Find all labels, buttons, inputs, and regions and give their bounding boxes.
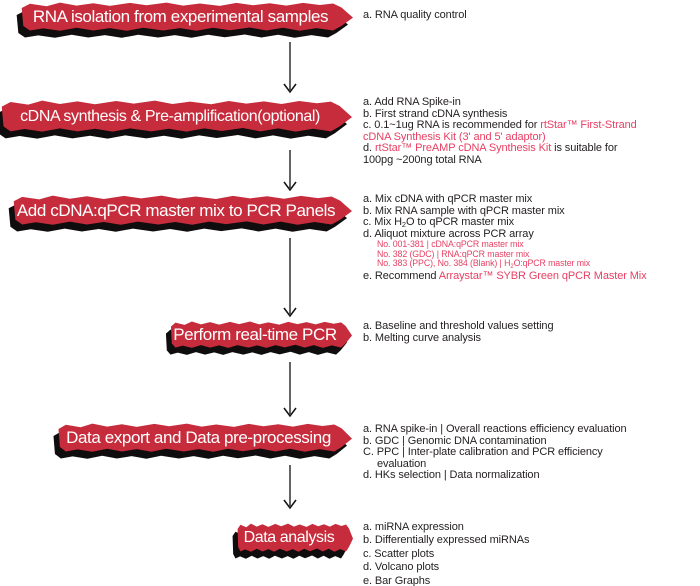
note-line: d. Aliquot mixture across PCR array (363, 227, 647, 241)
down-arrow-icon (282, 238, 298, 318)
banner-face: RNA isolation from experimental samples (21, 2, 353, 31)
note-line: a. Baseline and threshold values setting (363, 320, 554, 333)
note-line: a. Mix cDNA with qPCR master mix (363, 193, 647, 206)
note-segment: d. Volcano plots (363, 561, 440, 574)
banner-label: Data export and Data pre-processing (66, 428, 331, 447)
note-segment: No. 383 (PPC), No. 384 (Blank) | H (377, 258, 511, 269)
note-segment: O:qPCR master mix (513, 258, 591, 269)
note-line: a. miRNA expression (363, 521, 529, 534)
note-line: a. RNA quality control (363, 9, 467, 22)
banner-label: Perform real-time PCR (173, 325, 337, 344)
banner-face: cDNA synthesis & Pre-amplification(optio… (1, 100, 352, 132)
down-arrow-icon (282, 150, 298, 192)
note-segment: O to qPCR master mix (405, 216, 515, 229)
note-segment: e. Recommend (363, 269, 439, 282)
down-arrow-icon (282, 42, 298, 94)
banner-face: Add cDNA:qPCR master mix to PCR Panels (13, 195, 352, 225)
note-segment: a. Mix cDNA with qPCR master mix (363, 193, 533, 205)
step-notes-data-export: a. RNA spike-in | Overall reactions effi… (363, 423, 627, 482)
banner-face: Perform real-time PCR (170, 321, 352, 348)
note-segment: d. Aliquot mixture across PCR array (363, 227, 534, 240)
note-line: b. GDC | Genomic DNA contamination (363, 434, 627, 448)
note-segment: rtStar™ PreAMP cDNA Synthesis Kit (374, 142, 552, 155)
note-segment: Arraystar™ SYBR Green qPCR Master Mix (438, 269, 647, 282)
note-segment: 2 (401, 219, 406, 229)
note-line: cDNA Synthesis Kit (3' and 5' adaptor) (363, 130, 637, 144)
note-line: e. Bar Graphs (363, 575, 529, 586)
note-segment: c. Mix H (363, 216, 402, 229)
note-line: c. Scatter plots (363, 548, 529, 561)
note-segment: c. Scatter plots (363, 547, 435, 560)
note-line: d. Volcano plots (363, 561, 529, 574)
note-line: No. 001-381 | cDNA:qPCR master mix (363, 240, 647, 250)
note-line: evaluation (363, 457, 627, 471)
step-banner-rna-isolation: RNA isolation from experimental samples (16, 2, 353, 38)
note-segment: cDNA Synthesis Kit (3' and 5' adaptor) (363, 130, 546, 143)
step-notes-rna-isolation: a. RNA quality control (363, 9, 467, 22)
note-segment: b. GDC | Genomic DNA contamination (363, 434, 547, 447)
note-line: e. Recommend Arraystar™ SYBR Green qPCR … (363, 269, 647, 283)
note-line: b. First strand cDNA synthesis (363, 107, 637, 121)
note-segment: b. Mix RNA sample with qPCR master mix (363, 204, 565, 217)
note-segment: a. RNA spike-in | Overall reactions effi… (363, 423, 627, 435)
note-segment: b. Melting curve analysis (363, 331, 481, 344)
note-line: No. 383 (PPC), No. 384 (Blank) | H2O:qPC… (363, 259, 647, 271)
banner-label: Data analysis (243, 529, 335, 546)
step-banner-data-export: Data export and Data pre-processing (53, 423, 352, 459)
note-segment: a. Baseline and threshold values setting (363, 320, 554, 332)
step-banner-data-analysis: Data analysis (232, 523, 353, 559)
note-segment: d. HKs selection | Data normalization (363, 469, 540, 482)
note-line: d. rtStar™ PreAMP cDNA Synthesis Kit is … (363, 143, 637, 155)
note-segment: b. First strand cDNA synthesis (363, 107, 508, 120)
note-line: a. Add RNA Spike-in (363, 96, 637, 109)
note-segment: a. RNA quality control (363, 9, 467, 21)
note-line: No. 382 (GDC) | RNA:qPCR master mix (363, 248, 647, 260)
note-line: d. HKs selection | Data normalization (363, 470, 627, 482)
step-banner-add-master-mix: Add cDNA:qPCR master mix to PCR Panels (8, 195, 352, 232)
note-segment: c. 0.1~1ug RNA is recommended for (363, 119, 541, 132)
step-banner-cdna-synthesis: cDNA synthesis & Pre-amplification(optio… (0, 100, 352, 139)
note-segment: 2 (510, 263, 514, 270)
note-segment: C. PPC | Inter-plate calibration and PCR… (363, 446, 603, 459)
banner-face: Data analysis (237, 523, 353, 552)
note-segment: b. Differentially expressed miRNAs (363, 534, 530, 547)
note-segment: is suitable for (551, 142, 618, 155)
note-line: b. Melting curve analysis (363, 331, 553, 345)
note-line: b. Differentially expressed miRNAs (363, 534, 529, 547)
note-segment: a. Add RNA Spike-in (363, 96, 461, 108)
note-segment: No. 382 (GDC) | RNA:qPCR master mix (377, 248, 530, 259)
note-segment: No. 001-381 | cDNA:qPCR master mix (377, 239, 524, 250)
note-line: C. PPC | Inter-plate calibration and PCR… (363, 446, 627, 459)
down-arrow-icon (282, 362, 298, 418)
note-segment: evaluation (377, 457, 427, 470)
step-banner-realtime-pcr: Perform real-time PCR (165, 321, 352, 355)
note-segment: 100pg ~200ng total RNA (363, 153, 482, 166)
note-line: 100pg ~200ng total RNA (363, 153, 637, 167)
note-line: a. RNA spike-in | Overall reactions effi… (363, 423, 627, 436)
note-segment: rtStar™ First-Strand (540, 119, 637, 132)
note-segment: a. miRNA expression (363, 521, 464, 533)
banner-label: RNA isolation from experimental samples (32, 7, 329, 26)
banner-label: Add cDNA:qPCR master mix to PCR Panels (16, 200, 336, 220)
step-notes-realtime-pcr: a. Baseline and threshold values setting… (363, 320, 554, 345)
note-segment: e. Bar Graphs (363, 574, 431, 586)
banner-face: Data export and Data pre-processing (58, 423, 352, 452)
note-segment: d. (363, 142, 375, 155)
banner-label: cDNA synthesis & Pre-amplification(optio… (20, 107, 320, 125)
note-line: b. Mix RNA sample with qPCR master mix (363, 204, 647, 218)
down-arrow-icon (282, 465, 298, 510)
note-line: c. Mix H2O to qPCR master mix (363, 216, 647, 229)
note-line: c. 0.1~1ug RNA is recommended for rtStar… (363, 119, 637, 132)
